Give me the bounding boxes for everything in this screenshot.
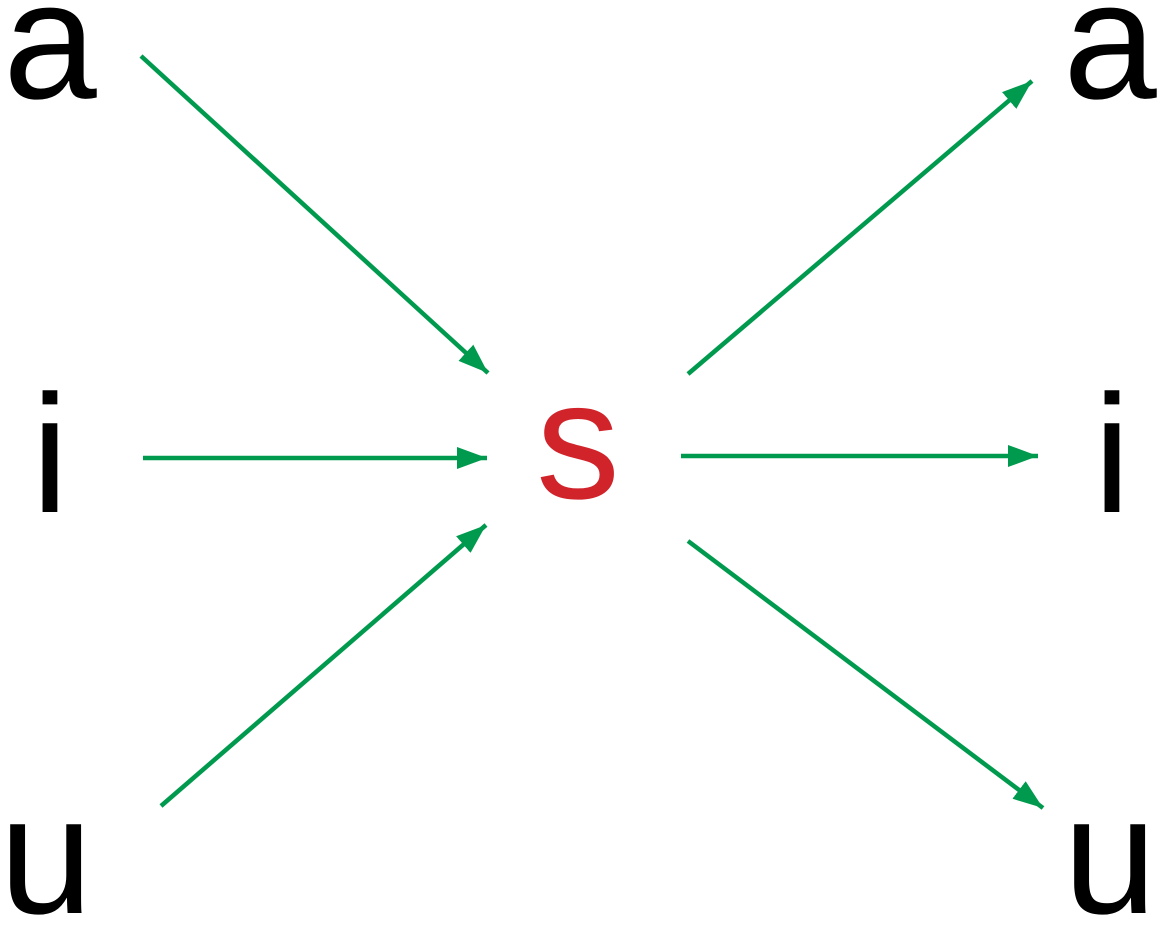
arrow-left-a-to-s <box>139 54 490 375</box>
arrow-s-to-right-a <box>686 79 1034 376</box>
arrow-left-u-to-s <box>159 523 488 808</box>
left-node-a: a <box>3 0 97 134</box>
left-node-u: u <box>0 761 93 927</box>
left-node-i: i <box>31 360 68 548</box>
right-node-i: i <box>1093 360 1130 548</box>
right-node-a: a <box>1063 0 1157 134</box>
center-node-s: s <box>536 346 620 534</box>
arrow-s-to-right-u <box>686 539 1045 810</box>
right-node-u: u <box>1063 761 1156 927</box>
